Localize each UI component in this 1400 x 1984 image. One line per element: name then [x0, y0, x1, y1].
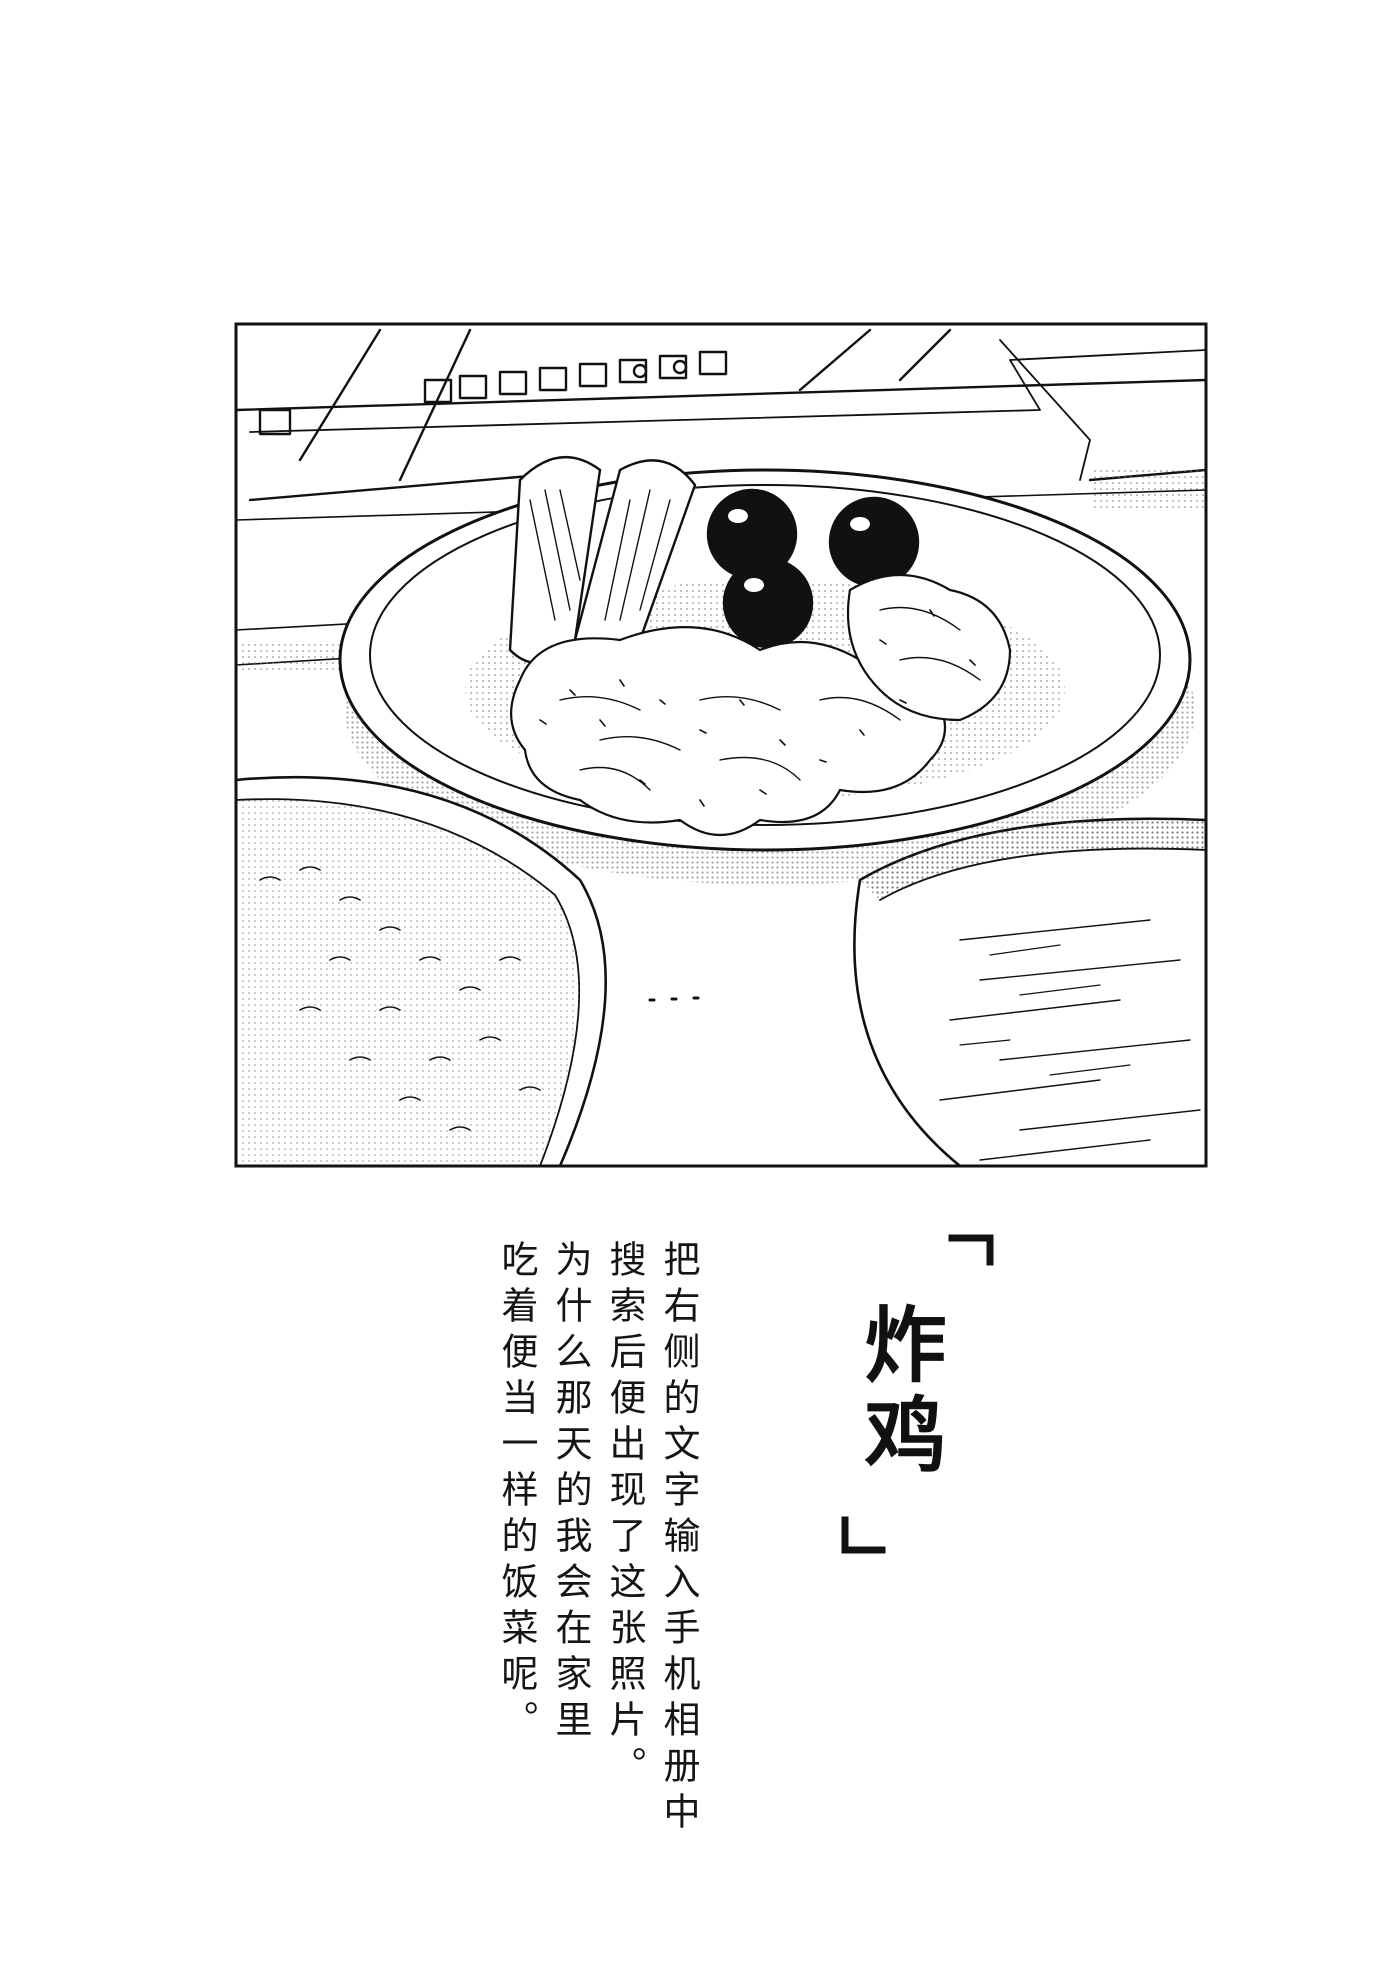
soup-bowl — [853, 817, 1206, 1166]
panel-border — [234, 322, 1208, 1168]
title-close-bracket — [841, 1516, 886, 1554]
caption-line-3: 为什么那天的我会在家里 — [549, 1240, 592, 1746]
caption-line-2: 搜索后便出现了这张照片。 — [603, 1240, 646, 1792]
caption-line-1: 把右侧的文字输入手机相册中 — [657, 1240, 700, 1838]
grapes — [706, 488, 920, 649]
caption-line-4: 吃着便当一样的饭菜呢。 — [495, 1240, 538, 1746]
rice-bowl — [236, 775, 607, 1166]
fried-chicken — [510, 574, 1012, 837]
page-title: 炸鸡 — [850, 1302, 945, 1482]
title-open-bracket — [948, 1234, 994, 1266]
